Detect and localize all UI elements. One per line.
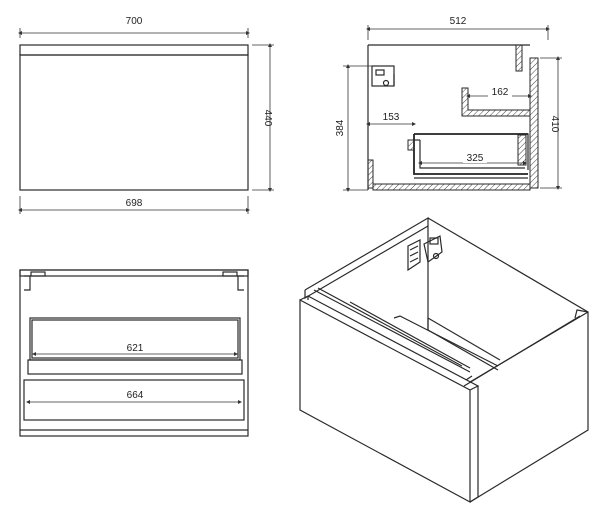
bottom-panel-section (372, 183, 531, 191)
iso-bracket (407, 239, 421, 272)
side-section-view: 512 162 153 325 (335, 16, 562, 192)
front-panel (19, 54, 249, 191)
drawer-bracket (461, 87, 531, 117)
dim-width-bottom: 698 (126, 198, 143, 209)
right-side-panel (427, 217, 589, 503)
front-view: 700 698 440 (18, 16, 274, 214)
dim-height-outer: 410 (549, 116, 560, 133)
dim-drawer-offset: 153 (383, 112, 400, 123)
dim-depth: 512 (450, 16, 467, 27)
top-view: 621 664 (19, 269, 249, 437)
dim-inner-width: 621 (127, 343, 144, 354)
isometric-view (299, 216, 589, 504)
dim-outer-width: 664 (127, 390, 144, 401)
front-panel-section (529, 57, 539, 189)
countertop-edge (19, 44, 249, 56)
dim-drawer: 325 (467, 153, 484, 164)
drawer-outer (23, 379, 245, 421)
drawer-front (299, 299, 471, 504)
top-rail-section (515, 44, 523, 72)
dim-width-top: 700 (126, 16, 143, 27)
dim-bracket: 162 (492, 87, 509, 98)
dim-height-inner: 384 (335, 119, 346, 136)
back-bottom-section (367, 159, 374, 189)
dim-height: 440 (262, 110, 273, 127)
drawer-front-inner (517, 134, 527, 166)
back-panel (304, 216, 429, 330)
